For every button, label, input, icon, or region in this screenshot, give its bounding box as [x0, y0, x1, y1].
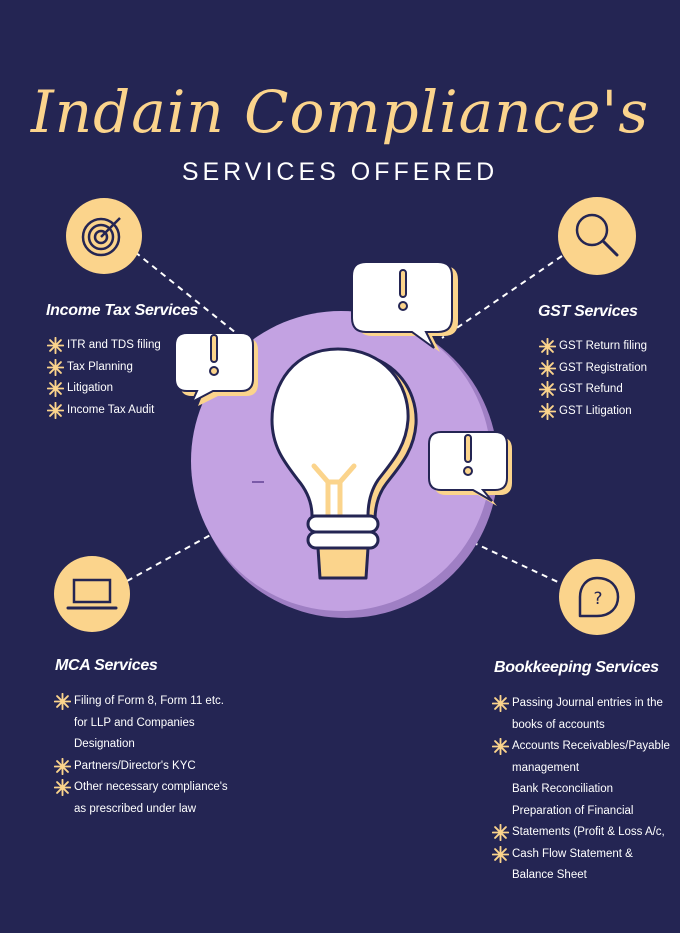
target-icon — [66, 198, 142, 274]
list-item: Income Tax Audit — [47, 400, 161, 422]
list-item: books of accounts — [512, 718, 605, 731]
list-item: Designation — [74, 738, 135, 750]
list-item: Cash Flow Statement & — [492, 844, 670, 866]
asterisk-icon — [47, 337, 64, 354]
page-title: Indain Compliance's — [30, 78, 650, 146]
asterisk-icon — [492, 824, 509, 841]
asterisk-icon — [492, 845, 509, 863]
list-item: Litigation — [47, 378, 161, 400]
list-item: ITR and TDS filing — [47, 335, 161, 357]
gst-heading: GST Services — [538, 303, 638, 320]
svg-text:?: ? — [593, 589, 602, 609]
page-subtitle: SERVICES OFFERED — [181, 158, 499, 186]
gst-list: GST Return filing GST Registration GST R… — [539, 336, 647, 422]
speech-bubble-top — [351, 261, 458, 352]
list-item: Tax Planning — [47, 357, 161, 379]
asterisk-icon — [54, 693, 71, 710]
asterisk-icon — [539, 381, 556, 398]
list-item: GST Litigation — [539, 401, 647, 423]
list-item: as prescribed under law — [74, 802, 197, 815]
bookkeeping-list: Passing Journal entries in the books of … — [492, 693, 670, 887]
speech-bubble-left — [174, 332, 258, 406]
income-tax-list: ITR and TDS filing Tax Planning Litigati… — [47, 335, 161, 421]
magnifier-icon — [558, 197, 636, 275]
list-item: Statements (Profit & Loss A/c, — [492, 822, 670, 844]
asterisk-icon — [54, 779, 71, 796]
asterisk-icon — [492, 738, 509, 755]
mca-heading: MCA Services — [55, 657, 158, 674]
list-item: Other necessary compliance's — [54, 777, 228, 799]
asterisk-icon — [539, 359, 556, 377]
asterisk-icon — [492, 695, 509, 712]
question-bubble-icon: ? — [559, 559, 635, 635]
mca-list: Filing of Form 8, Form 11 etc. for LLP a… — [54, 691, 228, 820]
laptop-icon — [54, 556, 130, 632]
list-item: Partners/Director's KYC — [54, 756, 228, 778]
income-tax-heading: Income Tax Services — [46, 302, 199, 319]
asterisk-icon — [54, 757, 71, 775]
list-item: for LLP and Companies — [74, 716, 195, 729]
asterisk-icon — [47, 380, 64, 397]
asterisk-icon — [539, 402, 556, 420]
list-item: management — [512, 761, 580, 774]
list-item: GST Return filing — [539, 336, 647, 358]
list-item: Bank Reconciliation — [512, 783, 614, 795]
bookkeeping-heading: Bookkeeping Services — [494, 659, 659, 676]
list-item: Balance Sheet — [512, 869, 587, 881]
lightbulb-icon — [270, 347, 418, 580]
list-item: Preparation of Financial — [512, 804, 634, 817]
asterisk-icon — [47, 358, 64, 376]
list-item: GST Registration — [539, 358, 647, 380]
list-item: Filing of Form 8, Form 11 etc. — [54, 691, 228, 713]
list-item: GST Refund — [539, 379, 647, 401]
asterisk-icon — [47, 401, 64, 419]
speech-bubble-right — [428, 431, 512, 506]
list-item: Accounts Receivables/Payable — [492, 736, 670, 758]
list-item: Passing Journal entries in the — [492, 693, 670, 715]
asterisk-icon — [539, 338, 556, 355]
connector-lines — [126, 251, 563, 584]
